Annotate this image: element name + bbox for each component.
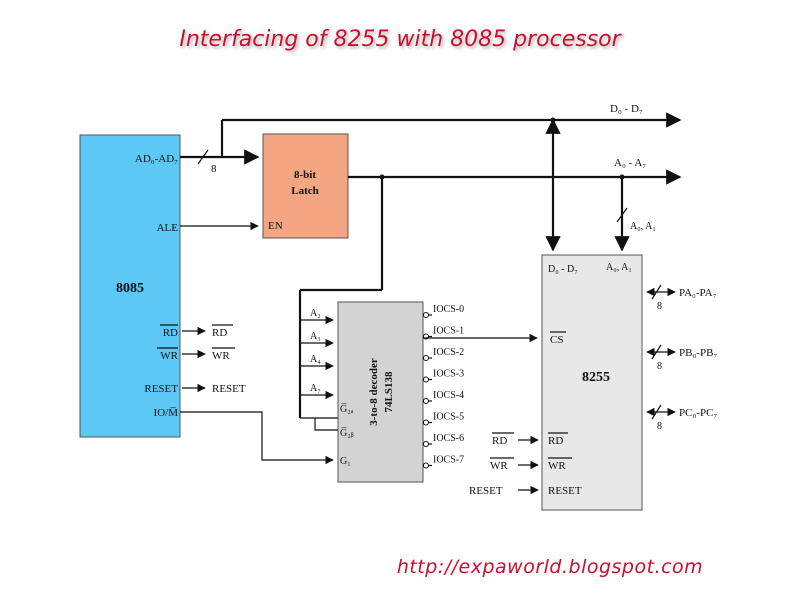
latch-block [262,133,349,239]
data-bus-label: D₀ - D₇ [610,103,643,115]
cpu-pin-iom: IO/M̅ [154,407,179,419]
g2b-wire [314,418,338,431]
decoder-output-bubble [423,441,429,447]
decoder-output-bubble [423,376,429,383]
ad-bus-width: 8 [211,163,217,175]
cpu-name: 8085 [116,281,144,296]
cpu-pin-ad: AD₀-AD₇ [135,153,178,165]
decoder-input-label: A₇ [310,383,321,394]
cpu-pin-wr: WR [160,350,178,362]
cpu-pin-reset: RESET [144,383,178,395]
decoder-output-label: IOCS-0 [433,304,464,315]
ppi-port-width: 8 [657,301,662,312]
ppi-pin-cs: CS [550,334,563,346]
decoder-output-label: IOCS-7 [433,455,464,466]
latch-en: EN [268,220,283,232]
ad-bus-slash [197,149,209,165]
ppi-pin-reset: RESET [548,485,582,497]
latch-line1: 8-bit [294,169,316,181]
ppi-8255-block [541,254,643,511]
decoder-output-bubble [423,419,429,426]
ppi-pin-data: D₀ - D₇ [548,264,578,275]
ppi-port-width: 8 [657,361,662,372]
addr-decoder-junction [379,174,385,180]
decoder-output-label: IOCS-4 [433,390,464,401]
ppi-pin-addr: A₀, A₁ [606,262,632,273]
ppi-port-slash [651,284,662,300]
cpu-out-rd: RD [212,327,227,339]
ppi-pin-rd: RD [548,435,563,447]
decoder-output-bubble [423,398,429,404]
decoder-output-bubble [423,462,429,469]
decoder-output-bubble [423,355,429,361]
iom-to-g1-wire [180,411,334,465]
cpu-out-reset: RESET [212,383,246,395]
decoder-enable-g2a: G̅₂ₐ [340,404,354,415]
ppi-port-label: PB₀-PB₇ [679,347,717,359]
ppi-port-slash [651,404,662,420]
decoder-output-label: IOCS-2 [433,347,464,358]
ppi-name: 8255 [582,370,610,385]
decoder-output-label: IOCS-3 [433,369,464,380]
data-bus-junction [550,117,556,123]
decoder-input-label: A₄ [310,354,321,365]
addr-bus-junction [619,174,625,180]
decoder-line2: 74LS138 [383,371,395,412]
decoder-output-label: IOCS-6 [433,433,464,444]
decoder-outputs: IOCS-0IOCS-1IOCS-2IOCS-3IOCS-4IOCS-5IOCS… [423,304,464,469]
ppi-port-label: PA₀-PA₇ [679,287,717,299]
in-8255-rd: RD [492,435,507,447]
ppi-port-label: PC₀-PC₇ [679,407,717,419]
decoder-enable-g2b: G̅₂ᵦ [340,428,354,439]
ppi-port-slash [651,344,662,360]
decoder-inputs: A₂ A₃ A₄ A₇ [300,308,334,400]
latch-line2: Latch [291,185,319,197]
cpu-8085-block [79,134,181,438]
decoder-enable-g1: G₁ [340,456,351,467]
ppi-pin-wr: WR [548,460,566,472]
a0a1-slash [616,207,628,223]
in-8255-wr: WR [490,460,508,472]
diagram-title: Interfacing of 8255 with 8085 processor [179,27,622,52]
decoder-input-label: A₂ [310,308,321,319]
decoder-output-bubble [423,312,429,318]
decoder-input-label: A₃ [310,331,321,342]
decoder-block [337,301,424,483]
a0a1-label: A₀, A₁ [630,221,656,232]
address-bus-label: A₀ - A₇ [614,157,646,169]
cpu-pin-ale: ALE [157,222,179,234]
cpu-out-wr: WR [212,350,230,362]
cpu-pin-rd: RD [163,327,178,339]
decoder-output-label: IOCS-5 [433,412,464,423]
in-8255-reset: RESET [469,485,503,497]
blog-url: http://expaworld.blogspot.com [397,556,703,578]
ppi-port-width: 8 [657,421,662,432]
decoder-output-label: IOCS-1 [433,326,464,337]
decoder-line1: 3-to-8 decoder [368,358,380,426]
